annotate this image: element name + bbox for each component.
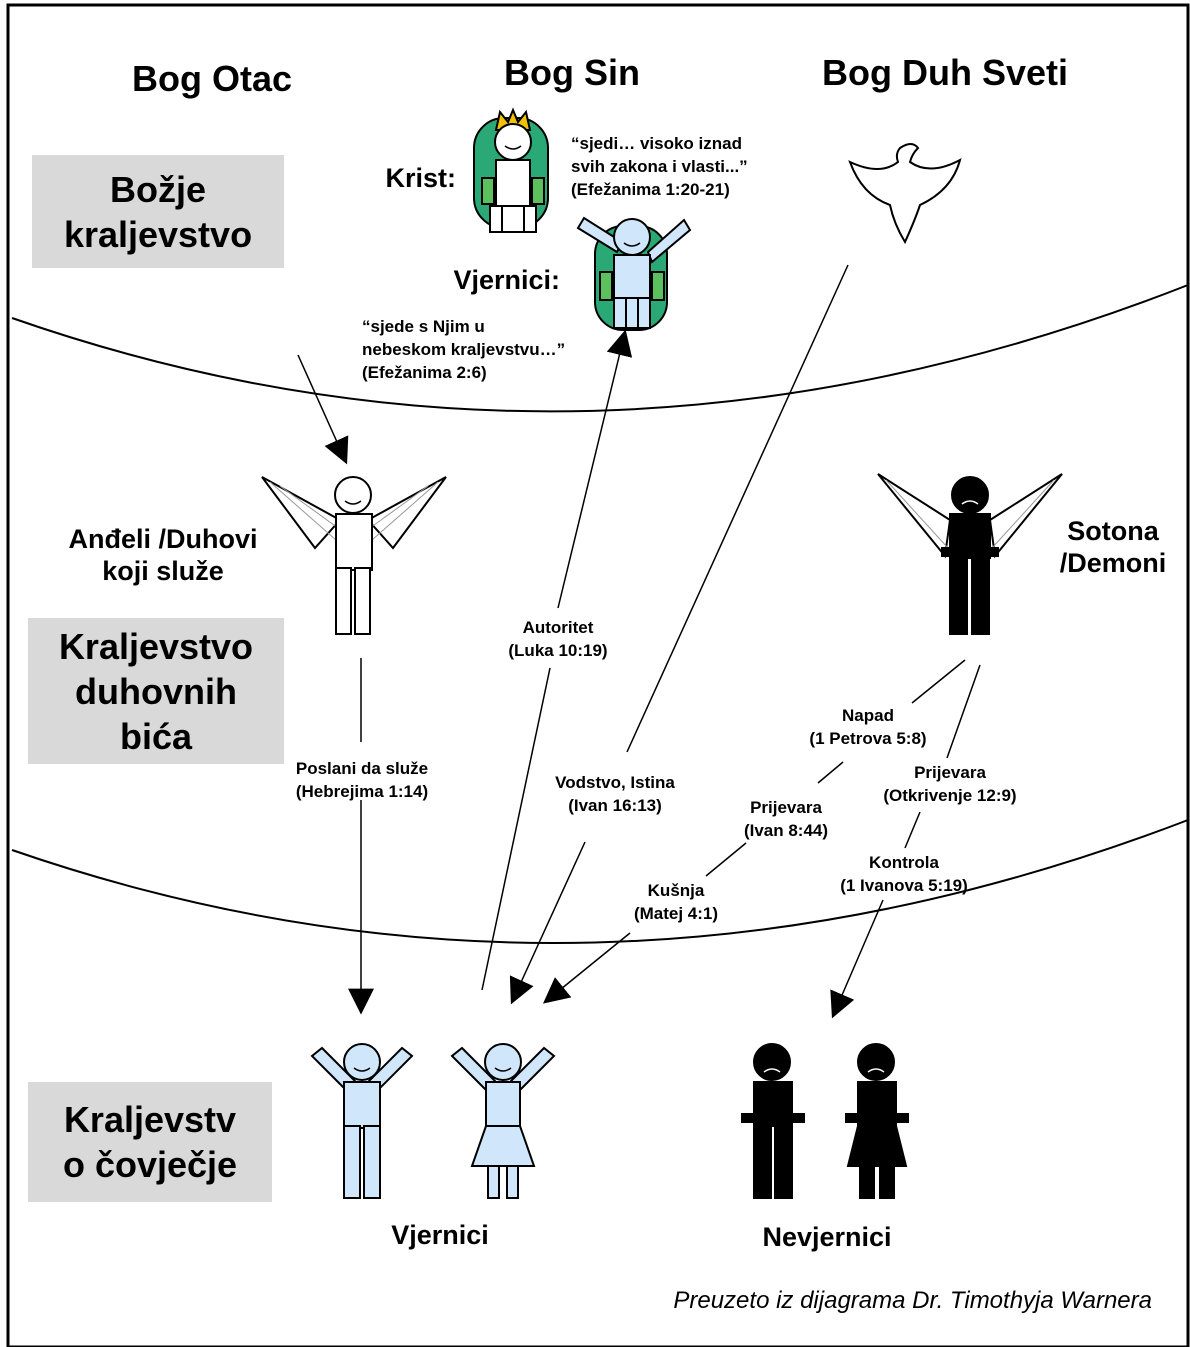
believers-quote: “sjede s Njim u nebeskom kraljevstvu…” (…	[362, 316, 565, 385]
credit-note: Preuzeto iz dijagrama Dr. Timothyja Warn…	[673, 1287, 1152, 1314]
label-control: Kontrola (1 Ivanova 5:19)	[816, 852, 992, 898]
christ-quote-line-2: svih zakona i vlasti...”	[571, 156, 748, 176]
label-deception-john: Prijevara (Ivan 8:44)	[716, 797, 856, 843]
believers-heaven-label: Vjernici:	[453, 265, 560, 295]
label-authority-title: Autoritet	[522, 618, 594, 637]
label-authority: Autoritet (Luka 10:19)	[478, 617, 638, 663]
angels-label-line-2: koji služe	[102, 555, 224, 586]
label-attack-title: Napad	[842, 706, 894, 725]
label-guidance-truth: Vodstvo, Istina (Ivan 16:13)	[530, 772, 700, 818]
realm-spirit-line-1: Kraljevstvo	[58, 625, 254, 667]
label-deception-revelation: Prijevara (Otkrivenje 12:9)	[862, 762, 1038, 808]
label-deception-rev-title: Prijevara	[914, 763, 986, 782]
angel-figure	[261, 476, 447, 635]
crown-icon	[494, 107, 532, 131]
heading-god-father: Bog Otac	[131, 58, 292, 99]
believers-quote-line-1: “sjede s Njim u	[362, 317, 485, 336]
christ-quote-line-3: (Efežanima 1:20-21)	[571, 179, 730, 199]
label-guidance-ref: (Ivan 16:13)	[568, 795, 662, 815]
arrow-attack-deception	[817, 659, 966, 784]
realm-god-kingdom: Božje kraljevstvo	[32, 155, 284, 268]
christ-quote-line-1: “sjedi… visoko iznad	[571, 134, 742, 153]
dove-icon	[848, 143, 962, 245]
believers-quote-line-2: nebeskom kraljevstvu…”	[362, 339, 566, 359]
label-temptation-ref: (Matej 4:1)	[633, 903, 719, 923]
unbeliever-woman-figure	[845, 1043, 909, 1199]
label-temptation: Kušnja (Matej 4:1)	[606, 880, 746, 926]
label-deception-john-ref: (Ivan 8:44)	[743, 820, 829, 840]
label-temptation-title: Kušnja	[647, 881, 705, 900]
arrow-angels-descend	[297, 354, 349, 465]
arrow-authority	[481, 329, 633, 991]
realm-spirit-line-2: duhovnih	[75, 670, 237, 712]
christ-quote: “sjedi… visoko iznad svih zakona i vlast…	[571, 133, 748, 202]
angels-label: Anđeli /Duhovi koji služe	[48, 524, 278, 588]
unbelievers-label: Nevjernici	[762, 1222, 892, 1252]
label-attack: Napad (1 Petrova 5:8)	[788, 705, 948, 751]
label-sent-ref: (Hebrejima 1:14)	[295, 781, 429, 801]
label-sent-title: Poslani da služe	[295, 759, 429, 778]
believer-man-figure	[310, 1043, 414, 1199]
realm-human-line-2: o čovječje	[62, 1144, 238, 1185]
label-sent-to-serve: Poslani da služe (Hebrejima 1:14)	[272, 758, 452, 804]
heading-holy-spirit: Bog Duh Sveti	[821, 52, 1068, 93]
label-guidance-title: Vodstvo, Istina	[555, 773, 675, 792]
boundary-curve-earth	[11, 819, 1189, 945]
unbeliever-man-figure	[741, 1043, 805, 1199]
christ-on-throne-figure	[473, 107, 549, 233]
realm-god-line-1: Božje	[109, 168, 206, 210]
label-attack-ref: (1 Petrova 5:8)	[809, 728, 927, 748]
realm-spirit-kingdom: Kraljevstvo duhovnih bića	[28, 618, 284, 764]
satan-label-line-2: /Demoni	[1059, 547, 1167, 578]
christ-label: Krist:	[385, 163, 456, 193]
label-control-ref: (1 Ivanova 5:19)	[840, 875, 968, 895]
satan-label-line-1: Sotona	[1067, 516, 1159, 546]
frame-border	[6, 3, 1190, 1347]
label-authority-ref: (Luka 10:19)	[508, 640, 608, 660]
realm-human-kingdom: Kraljevstv o čovječje	[28, 1082, 272, 1202]
arrow-control	[830, 664, 981, 1019]
believer-on-throne-figure	[576, 216, 692, 331]
angels-label-line-1: Anđeli /Duhovi	[68, 524, 258, 554]
realm-spirit-line-3: bića	[119, 715, 193, 757]
boundary-curve-heaven	[11, 284, 1189, 413]
label-deception-john-title: Prijevara	[750, 798, 822, 817]
realm-god-line-2: kraljevstvo	[63, 213, 253, 255]
label-control-title: Kontrola	[869, 853, 939, 872]
heading-god-son: Bog Sin	[504, 52, 640, 93]
arrow-temptation	[542, 842, 747, 1004]
realm-human-line-1: Kraljevstv	[63, 1099, 237, 1140]
label-deception-rev-ref: (Otkrivenje 12:9)	[883, 785, 1017, 805]
arrow-guidance	[509, 264, 849, 1005]
believer-woman-figure	[450, 1043, 556, 1199]
believers-quote-line-3: (Efežanima 2:6)	[362, 362, 487, 382]
satan-label: Sotona /Demoni	[1040, 516, 1186, 580]
satan-figure	[877, 473, 1063, 635]
believers-label: Vjernici	[391, 1220, 489, 1250]
